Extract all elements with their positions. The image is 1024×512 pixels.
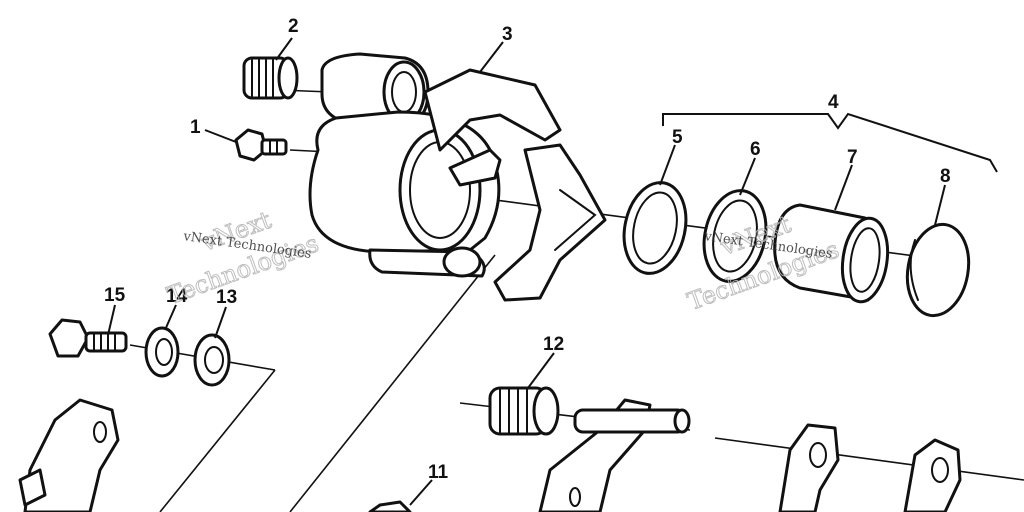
left-torque-arm [18, 398, 120, 512]
callout-1: 1 [190, 117, 201, 138]
part-5-piston-seal [622, 181, 688, 275]
callout-8: 8 [940, 166, 951, 187]
callout-7: 7 [847, 147, 858, 168]
part-8-piston-cap [905, 222, 971, 318]
callout-14: 14 [166, 286, 188, 307]
callout-5: 5 [672, 127, 683, 148]
part-12-spring [488, 386, 560, 436]
callout-12: 12 [543, 334, 564, 355]
callout-numbers: 1 2 3 4 5 6 7 8 11 12 13 14 15 [104, 16, 951, 483]
part-4-group-bracket [662, 112, 998, 173]
callout-2: 2 [288, 16, 299, 37]
part-3-caliper-body [308, 52, 607, 302]
part-7-piston [773, 203, 890, 304]
part-11-fragment [368, 500, 412, 512]
callout-15: 15 [104, 285, 126, 306]
callout-leaders [107, 37, 946, 506]
part-6-dust-seal [702, 189, 768, 283]
part-14-lock-washer [144, 326, 180, 378]
callout-11: 11 [428, 462, 449, 483]
callout-4: 4 [828, 92, 839, 113]
part-15-bolt [48, 318, 128, 358]
right-pad-frames [778, 423, 962, 512]
callout-6: 6 [750, 139, 761, 160]
lower-mounting-bracket [538, 398, 691, 512]
callout-13: 13 [216, 287, 237, 308]
part-2-bleed-plug [242, 56, 299, 100]
part-13-flat-washer [193, 333, 231, 387]
callout-3: 3 [502, 24, 513, 45]
part-1-bleed-screw [234, 128, 288, 162]
watermark-left: vNext Technologies vNext Technologies [163, 205, 323, 310]
